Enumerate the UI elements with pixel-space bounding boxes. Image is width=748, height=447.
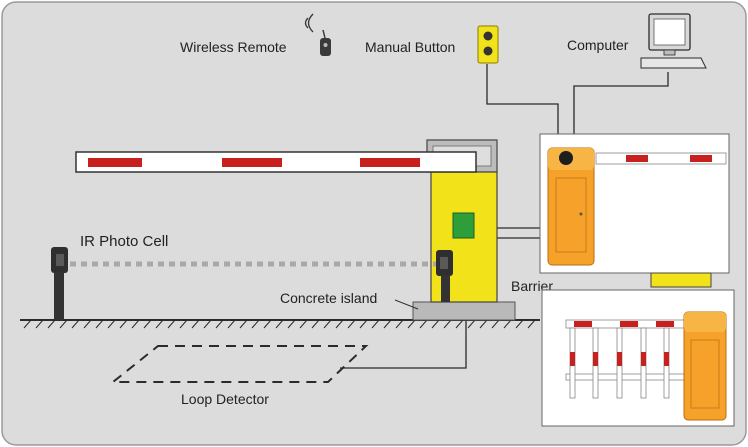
manual-button-wire [486, 64, 559, 140]
ir-sensor-right [436, 250, 453, 302]
wifi-signal-icon [304, 13, 314, 33]
ir-sensor-left [51, 247, 68, 320]
computer-wire [573, 72, 669, 140]
control-box [452, 212, 475, 239]
loop-detector-wire [340, 300, 467, 369]
wireless-remote: Wireless Remote [180, 13, 331, 56]
concrete-island-pointer [394, 299, 419, 310]
manual-button-label: Manual Button [365, 39, 455, 55]
product-photo-fence-barrier [541, 289, 735, 427]
wireless-remote-label: Wireless Remote [180, 39, 287, 55]
loop-detector-label: Loop Detector [181, 391, 269, 407]
concrete-island-label: Concrete island [280, 290, 377, 306]
boom-arm [75, 151, 477, 173]
ir-photo-cell-label: IR Photo Cell [80, 233, 168, 250]
keyboard-icon [640, 57, 707, 69]
manual-button: Manual Button [365, 25, 499, 64]
loop-detector [110, 345, 369, 383]
computer-label: Computer [567, 37, 629, 53]
concrete-island [412, 301, 516, 321]
computer: Computer [567, 13, 707, 69]
product-photo-boom-barrier [539, 133, 730, 288]
ir-sensor-icon [56, 254, 64, 266]
button-panel-icon [477, 25, 499, 64]
